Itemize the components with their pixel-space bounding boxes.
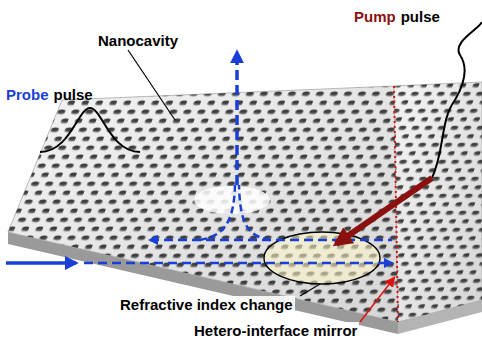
cavity-curve-left <box>200 185 235 240</box>
pump-label: Pump <box>352 8 398 25</box>
index-change-label: Refractive index change <box>118 296 295 313</box>
mirror-label: Hetero-interface mirror <box>192 322 359 339</box>
nanocavity-label: Nanocavity <box>96 32 180 49</box>
index-change-leader <box>300 284 320 296</box>
pump-pulse-word: pulse <box>399 8 442 25</box>
probe-dashed-back <box>150 239 392 242</box>
probe-gaussian <box>40 108 140 152</box>
cavity-curve-right <box>239 185 270 240</box>
mirror-leader <box>360 278 394 322</box>
probe-label: Probe <box>4 86 51 103</box>
probe-dashed-forward <box>84 262 392 265</box>
probe-pulse-word: pulse <box>52 86 95 103</box>
pump-waveform <box>432 22 482 178</box>
probe-arrow <box>6 261 76 265</box>
nanocavity-leader <box>128 50 175 120</box>
cavity-emission-arrow <box>235 52 239 185</box>
hole-lattice-mirror <box>0 80 482 330</box>
hole-lattice <box>0 80 482 330</box>
pump-arrow <box>336 178 432 244</box>
